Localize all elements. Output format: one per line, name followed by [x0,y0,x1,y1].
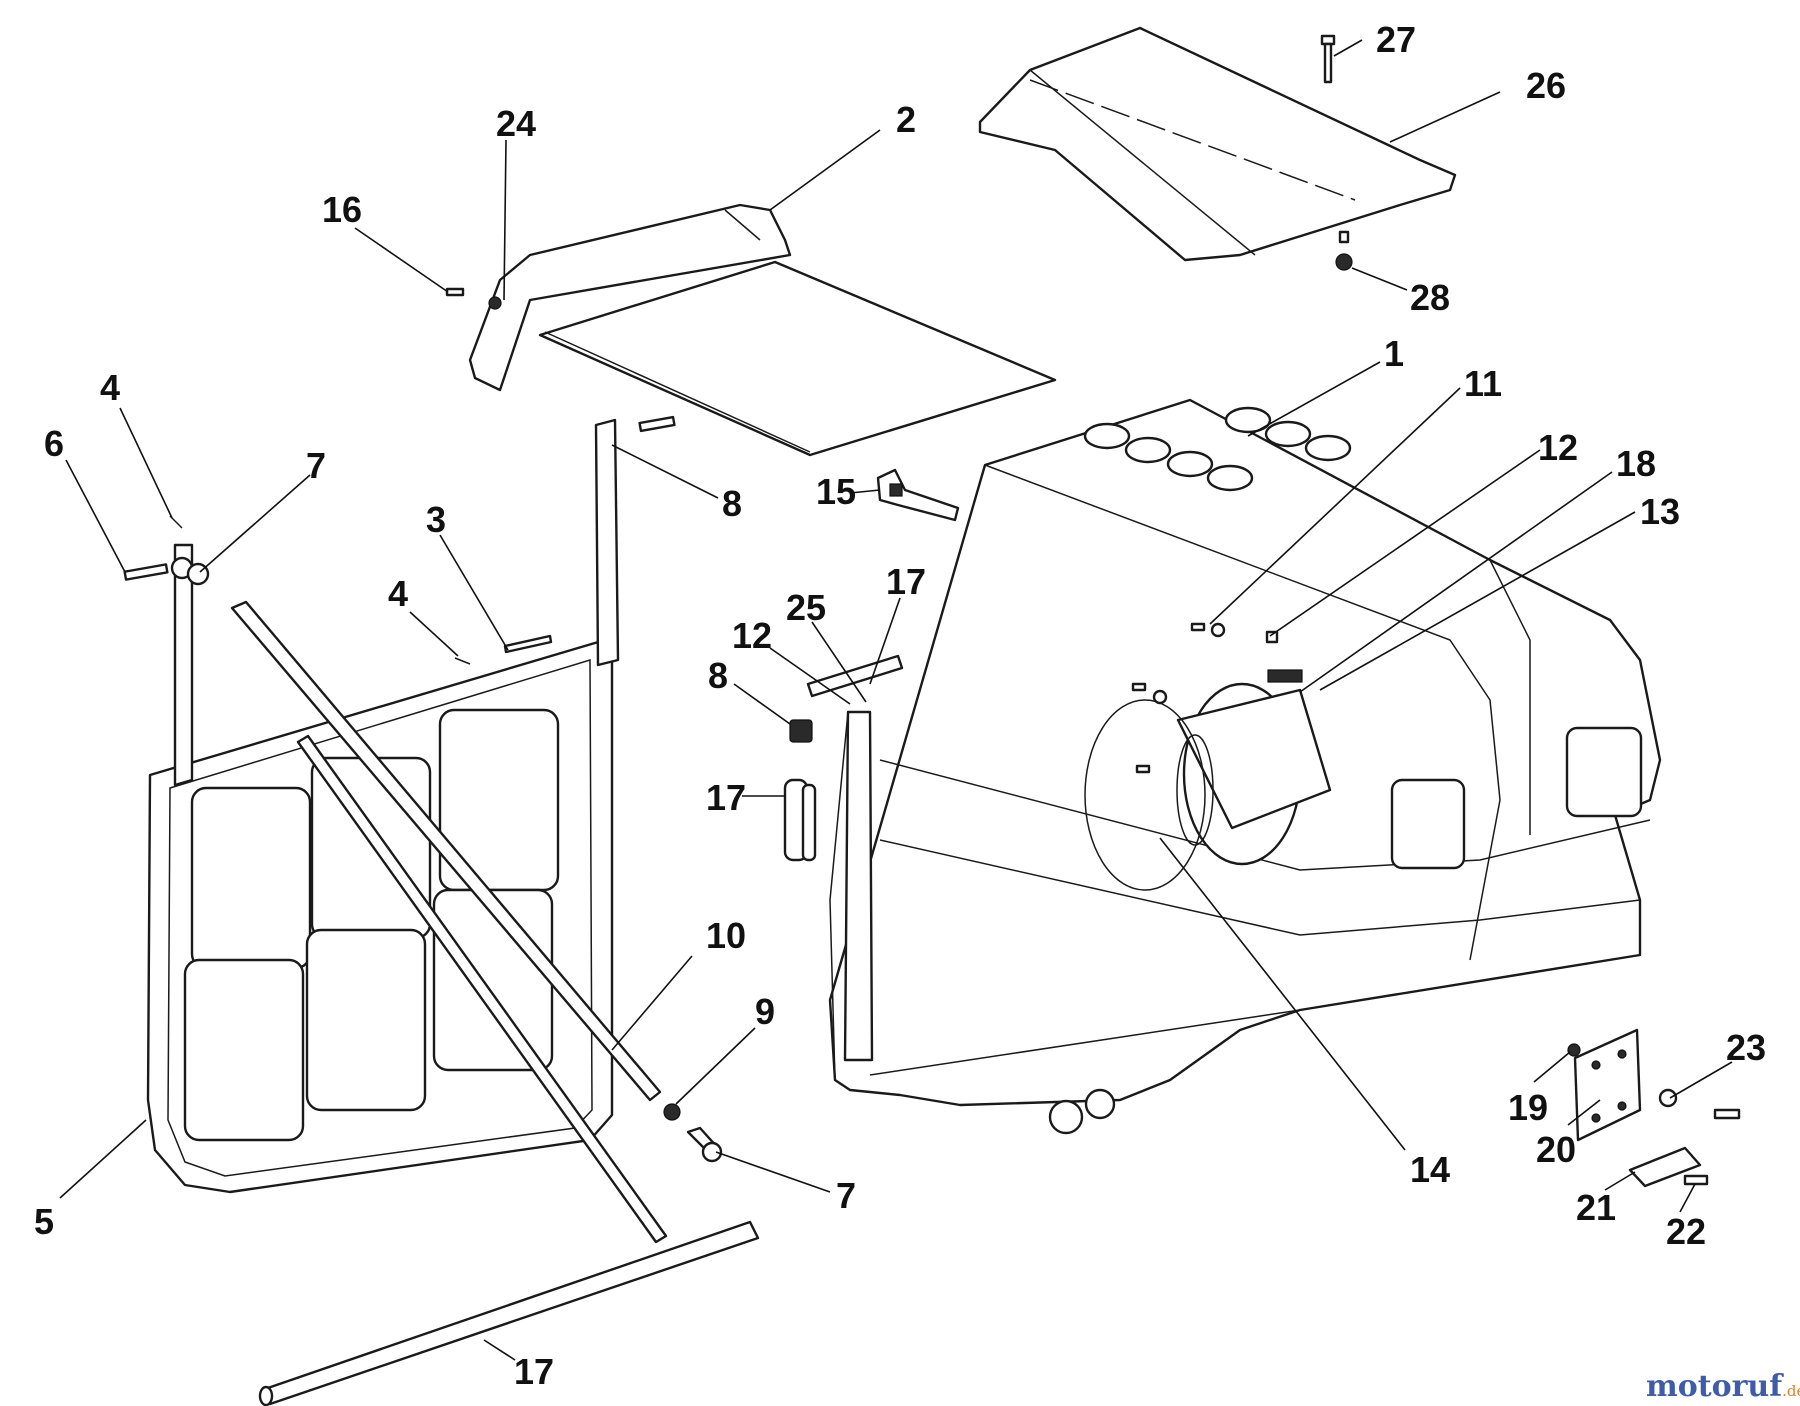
part-23-washer-bolt [1658,1088,1741,1120]
part-17-sleeve [783,778,817,862]
part-22-bolt [1683,1174,1709,1186]
part-2-top-frame [468,203,1057,457]
callout-17-upper: 17 [886,561,926,602]
hardware-small-bolts [1131,622,1279,774]
part-20-plate [1573,1028,1642,1142]
part-9-nut [663,1103,681,1121]
watermark-logo: motoruf.de [1646,1369,1800,1404]
callout-4-upper: 4 [100,367,120,408]
callout-21: 21 [1576,1187,1616,1228]
callout-24: 24 [496,103,536,144]
part-7-eye-lower [686,1126,723,1163]
part-14-clamp [1084,699,1214,891]
part-19-nut [1567,1043,1581,1057]
callout-10: 10 [706,915,746,956]
body-side-frame [829,710,874,1081]
part-17-rod-long [258,1220,760,1406]
svg-text:motoruf.de: motoruf.de [1646,1369,1800,1404]
part-5-door-frame [146,418,620,1194]
callout-20: 20 [1536,1129,1576,1170]
callout-7-lower: 7 [836,1175,856,1216]
callout-17-lower: 17 [514,1351,554,1392]
part-21-handle [1628,1146,1702,1188]
callout-26: 26 [1526,65,1566,106]
part-13-inlet-tube [1176,669,1332,866]
callout-7-upper: 7 [306,445,326,486]
callout-19: 19 [1508,1087,1548,1128]
part-16-pin [445,287,465,297]
callout-labels: 27 26 28 24 2 16 1 11 4 6 7 8 12 18 15 1… [34,19,1766,1392]
part-6-pin [123,563,169,581]
callout-5: 5 [34,1201,54,1242]
part-28-nut [1335,230,1353,271]
callout-14: 14 [1410,1149,1450,1190]
callout-22: 22 [1666,1211,1706,1252]
callout-17-middle: 17 [706,777,746,818]
part-8-bushing [789,719,813,743]
callout-8-upper: 8 [722,483,742,524]
callout-27: 27 [1376,19,1416,60]
callout-9: 9 [755,991,775,1032]
part-3-rod [503,634,553,654]
callout-28: 28 [1410,277,1450,318]
watermark-tld: .de [1782,1382,1800,1400]
callout-16: 16 [322,189,362,230]
leader-lines [59,39,1733,1361]
callout-12-lower: 12 [732,615,772,656]
part-8-pin-upper [638,415,676,433]
callout-1: 1 [1384,333,1404,374]
part-17-rod-short [806,654,904,698]
callout-3: 3 [426,499,446,540]
callout-23: 23 [1726,1027,1766,1068]
callout-8-lower: 8 [708,655,728,696]
part-10-support-rod [230,600,668,1244]
callout-15: 15 [816,471,856,512]
part-27-bolt [1320,34,1336,84]
callout-12-upper: 12 [1538,427,1578,468]
callout-4-lower: 4 [388,573,408,614]
callout-11: 11 [1464,363,1502,404]
callout-6: 6 [44,423,64,464]
watermark-brand: motoruf [1646,1369,1784,1404]
part-4-clip-lower [454,657,471,665]
callout-25: 25 [786,587,826,628]
callout-18: 18 [1616,443,1656,484]
callout-13: 13 [1640,491,1680,532]
callout-2: 2 [896,99,916,140]
part-26-cover-plate [978,26,1457,262]
part-15-latch [876,468,960,522]
